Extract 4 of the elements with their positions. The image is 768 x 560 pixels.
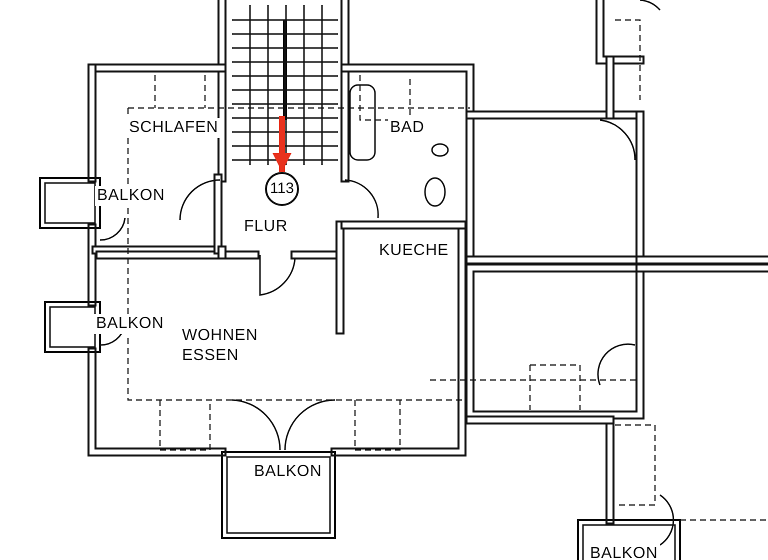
room-number: 113 (265, 172, 299, 206)
room-label: SCHLAFEN (127, 118, 220, 138)
room-label: BALKON (588, 544, 660, 560)
arrow (272, 116, 292, 172)
